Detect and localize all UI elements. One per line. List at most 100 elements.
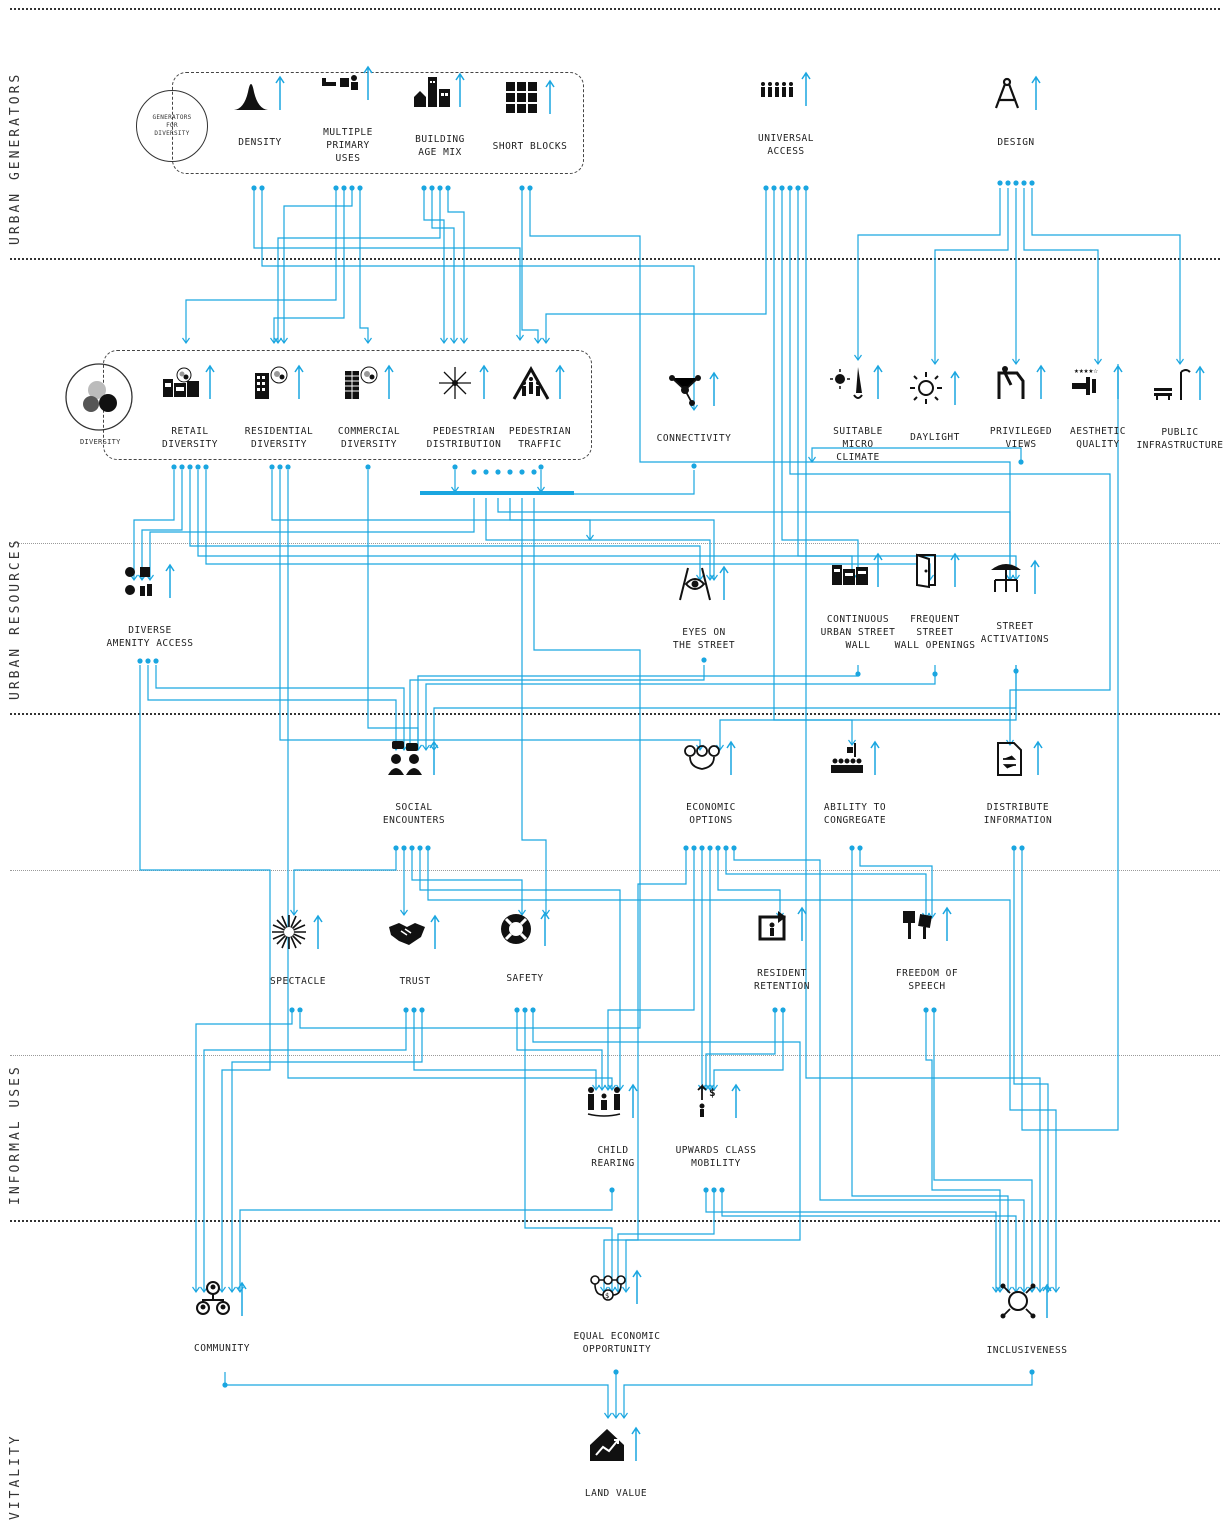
- wire-3: [273, 188, 345, 343]
- node-upwards-class-mobility: $UPWARDS CLASS MOBILITY: [646, 1083, 786, 1170]
- wire-29: [271, 470, 591, 540]
- svg-text:★★★★☆: ★★★★☆: [1074, 366, 1098, 375]
- wire-42: [139, 665, 271, 1292]
- wire-dot: [849, 845, 855, 851]
- wire-12: [545, 188, 767, 343]
- node-aesthetic-quality: ★★★★☆ AESTHETIC QUALITY: [1028, 364, 1168, 451]
- wire-17: [805, 188, 1041, 1292]
- wire-dot: [855, 671, 861, 677]
- wire-arrowhead: [931, 358, 939, 366]
- wire-18: [857, 188, 1001, 360]
- wire-71: [524, 1012, 613, 1292]
- wire-dot: [683, 845, 689, 851]
- wire-63: [859, 850, 933, 918]
- wire-dot: [1005, 180, 1011, 186]
- wire-dot: [171, 464, 177, 470]
- wire-38: [497, 498, 1011, 580]
- label-privileged-views: PRIVILEGED VIEWS: [989, 426, 1053, 450]
- wire-45: [409, 665, 705, 750]
- wire-67: [203, 1012, 407, 1292]
- wire-dot: [429, 185, 435, 191]
- climate-icon: [788, 361, 928, 403]
- label-child-rearing: CHILD REARING: [591, 1145, 635, 1169]
- wire-11: [529, 188, 1011, 580]
- wire-dot: [787, 185, 793, 191]
- apartment-icon: [209, 361, 349, 403]
- wire-arrowhead: [518, 909, 526, 917]
- wire-dot: [514, 1007, 520, 1013]
- wire-dot: [522, 1007, 528, 1013]
- wire-arrowhead: [604, 1412, 612, 1420]
- compass-icon: [946, 72, 1086, 114]
- wire-50: [293, 850, 397, 915]
- walkers-icon: [470, 361, 610, 403]
- label-distribute-information: DISTRIBUTE INFORMATION: [983, 802, 1053, 826]
- node-commercial-diversity: COMMERCIAL DIVERSITY: [299, 364, 439, 451]
- wire-arrowhead: [422, 744, 430, 752]
- node-resident-retention: RESIDENT RETENTION: [712, 906, 852, 993]
- wire-dot: [437, 185, 443, 191]
- density-curve-icon: [190, 72, 330, 114]
- wire-dot: [179, 464, 185, 470]
- wire-arrowhead: [620, 1412, 628, 1420]
- wire-dot: [259, 185, 265, 191]
- svg-text:$: $: [709, 1086, 716, 1099]
- wire-74: [713, 1012, 784, 1090]
- wire-dot: [1019, 845, 1025, 851]
- separator-minor-2: [10, 870, 1220, 871]
- label-diverse-amenity-access: DIVERSE AMENITY ACCESS: [106, 625, 194, 649]
- wire-dot: [763, 185, 769, 191]
- wire-dot: [711, 1187, 717, 1193]
- door-icon: [865, 549, 1005, 591]
- node-pedestrian-traffic: PEDESTRIAN TRAFFIC: [470, 364, 610, 451]
- wire-dot: [1021, 180, 1027, 186]
- wire-dot: [1018, 459, 1024, 465]
- wire-dot: [409, 845, 415, 851]
- wire-83: [623, 1372, 1033, 1418]
- house-graph-icon: [546, 1423, 686, 1465]
- wire-13: [773, 188, 853, 745]
- wire-arrowhead: [1036, 1286, 1044, 1294]
- wire-dot: [931, 1007, 937, 1013]
- wire-dot: [1013, 668, 1019, 674]
- street-wall-icon: [788, 549, 928, 591]
- label-density: DENSITY: [238, 137, 282, 148]
- wire-31: [287, 470, 613, 1090]
- cafe-table-icon: [945, 556, 1085, 598]
- label-continuous-urban-street-wall: CONTINUOUS URBAN STREET WALL: [820, 614, 896, 651]
- wire-dot: [772, 1007, 778, 1013]
- wire-dot: [715, 845, 721, 851]
- label-frequent-street-wall-openings: FREQUENT STREET WALL OPENINGS: [894, 614, 976, 651]
- wire-arrowhead: [460, 337, 468, 345]
- label-economic-options: ECONOMIC OPTIONS: [686, 802, 736, 826]
- label-pedestrian-distribution: PEDESTRIAN DISTRIBUTION: [426, 426, 502, 450]
- wire-7: [431, 188, 455, 343]
- wire-dot: [251, 185, 257, 191]
- wire-21: [1023, 188, 1099, 364]
- wire-dot: [519, 185, 525, 191]
- wire-62: [851, 850, 1009, 1292]
- node-equal-economic-opportunity: $EQUAL ECONOMIC OPPORTUNITY: [547, 1269, 687, 1356]
- node-spectacle: SPECTACLE: [228, 914, 368, 988]
- node-diverse-amenity-access: DIVERSE AMENITY ACCESS: [80, 563, 220, 650]
- node-ability-to-congregate: ABILITY TO CONGREGATE: [785, 740, 925, 827]
- wire-dot: [530, 1007, 536, 1013]
- label-eyes-on-the-street: EYES ON THE STREET: [672, 627, 736, 651]
- wire-9: [447, 188, 465, 343]
- wire-60: [725, 850, 927, 918]
- wire-dot: [1029, 180, 1035, 186]
- label-community: COMMUNITY: [194, 1343, 250, 1354]
- label-universal-access: UNIVERSAL ACCESS: [758, 133, 814, 157]
- wire-40: [521, 498, 547, 915]
- wire-arrowhead: [592, 1084, 600, 1092]
- wire-arrowhead: [690, 404, 698, 412]
- label-commercial-diversity: COMMERCIAL DIVERSITY: [337, 426, 401, 450]
- label-public-infrastructure: PUBLIC INFRASTRUCTURE: [1136, 427, 1224, 451]
- wire-dot: [333, 185, 339, 191]
- equal-opportunity-icon: $: [547, 1266, 687, 1308]
- label-retail-diversity: RETAIL DIVERSITY: [162, 426, 218, 450]
- label-aesthetic-quality: AESTHETIC QUALITY: [1070, 426, 1126, 450]
- wire-dot: [471, 469, 477, 475]
- node-child-rearing: CHILD REARING: [543, 1083, 683, 1170]
